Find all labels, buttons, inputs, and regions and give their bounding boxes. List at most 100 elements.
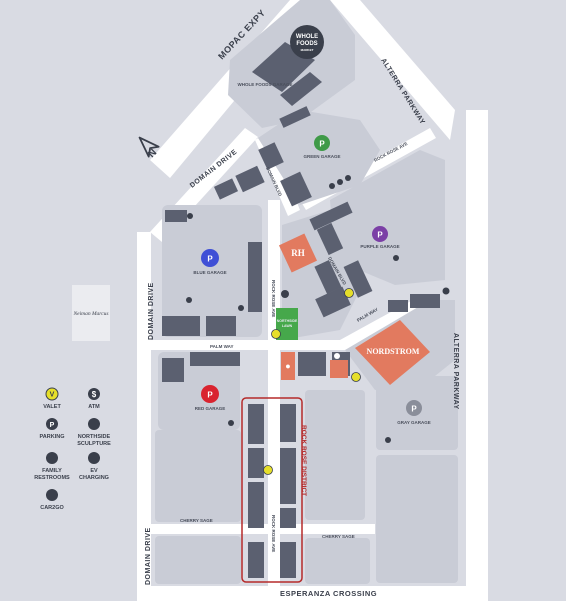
ev-charging-icon[interactable] — [393, 255, 399, 261]
block-neiman — [72, 285, 110, 341]
building-b3 — [162, 316, 200, 336]
gray-parking-icon[interactable] — [406, 400, 422, 416]
whole-foods-logo-icon — [290, 25, 324, 59]
building-r8 — [280, 542, 296, 578]
palm-way-label: PALM WAY — [210, 344, 234, 349]
block-bottom-left-2 — [155, 536, 241, 584]
cargo-icon[interactable] — [187, 213, 193, 219]
legend-ev-charging-icon — [88, 452, 100, 464]
building-m2 — [316, 222, 344, 256]
legend-charging-label-2: CHARGING — [79, 475, 109, 481]
legend-parking-icon — [46, 418, 58, 430]
purple-parking-glyph: P — [377, 231, 383, 240]
legend-atm-label: ATM — [88, 404, 100, 410]
green-parking-glyph: P — [319, 140, 325, 149]
building-m4 — [343, 260, 373, 298]
building-p3 — [298, 352, 326, 376]
building-m3 — [314, 260, 342, 294]
sculpture-icon — [334, 353, 340, 359]
building-r3 — [248, 482, 264, 528]
building-r4 — [248, 542, 264, 578]
legend-valet-glyph: V — [50, 392, 55, 399]
valet-icon[interactable] — [263, 465, 273, 475]
legend-restrooms-icon — [46, 452, 58, 464]
gray-parking-glyph: P — [411, 405, 417, 414]
cargo-icon[interactable] — [337, 179, 343, 185]
building-n1 — [410, 294, 440, 308]
north-arrow-icon — [138, 136, 160, 158]
legend-cargo-label: CAR2GO — [40, 505, 64, 511]
building-r2 — [248, 448, 264, 478]
building-p2 — [162, 358, 184, 382]
building-n2 — [388, 300, 408, 312]
map-valet-markers — [186, 175, 450, 475]
legend-sculpture-label-1: NORTHSIDE — [78, 434, 111, 440]
domain-drive-road-left — [137, 232, 151, 601]
legend-cargo-icon — [46, 489, 58, 501]
red-parking-icon[interactable] — [201, 385, 219, 403]
whole-foods-label-2: FOODS — [296, 41, 317, 47]
ev-charging-icon[interactable] — [238, 305, 244, 311]
building-r7 — [280, 508, 296, 528]
building-b2 — [248, 242, 262, 312]
domain-drive-label-bottom: DOMAIN DRIVE — [145, 527, 152, 585]
accent-building-small — [330, 360, 348, 378]
legend-atm-glyph: $ — [92, 390, 97, 399]
cherry-sage-label-left: CHERRY SAGE — [180, 518, 213, 523]
building-g5 — [213, 178, 239, 200]
rock-rose-road — [268, 200, 280, 586]
alterra-road-top — [330, 0, 455, 140]
northside-lawn-label-1: NORTHSIDE — [277, 319, 298, 323]
building-r1 — [248, 404, 264, 444]
restroom-icon[interactable] — [281, 290, 289, 298]
purple-parking-icon[interactable] — [372, 226, 388, 242]
legend-valet-icon — [45, 387, 59, 401]
palm-way-road — [151, 340, 366, 350]
building-m5 — [315, 286, 351, 318]
esperanza-label: ESPERANZA CROSSING — [280, 589, 377, 598]
valet-icon[interactable] — [271, 329, 281, 339]
block-blue-garage — [162, 205, 262, 337]
cherry-sage-road — [151, 524, 375, 534]
atm-icon[interactable] — [442, 287, 450, 295]
valet-icon[interactable] — [344, 288, 354, 298]
cherry-sage-label-right: CHERRY SAGE — [322, 534, 355, 539]
ev-charging-icon[interactable] — [186, 297, 192, 303]
purple-garage-label: PURPLE GARAGE — [360, 244, 399, 249]
apple-store-building — [281, 352, 295, 380]
cargo-icon[interactable] — [345, 175, 351, 181]
legend-restrooms-label-2: RESTROOMS — [34, 475, 70, 481]
whole-foods-label-1: WHOLE — [296, 34, 318, 40]
building-m1 — [309, 201, 353, 231]
blue-parking-glyph: P — [207, 255, 213, 264]
northside-lawn-label-2: LAWN — [282, 324, 293, 328]
legend-parking-label: PARKING — [40, 434, 65, 440]
alterra-road-right — [466, 110, 488, 601]
building-r6 — [280, 448, 296, 504]
green-parking-icon[interactable] — [314, 135, 330, 151]
building-p1 — [190, 352, 240, 366]
building-r5 — [280, 404, 296, 442]
neiman-marcus-label: Neiman Marcus — [72, 311, 108, 317]
apple-icon: ● — [285, 361, 290, 371]
legend-charging-label-1: EV — [90, 468, 98, 474]
ev-charging-icon[interactable] — [228, 420, 234, 426]
gray-garage-label: GRAY GARAGE — [397, 420, 431, 425]
parking-markers: P GREEN GARAGE P BLUE GARAGE P PURPLE GA… — [193, 135, 431, 425]
building-wf-2 — [280, 72, 322, 106]
legend: V VALET $ ATM P PARKING NORTHSIDE SCULPT… — [34, 387, 111, 511]
cargo-icon[interactable] — [329, 183, 335, 189]
rock-rose-label-mid: ROCK ROSE AVE — [271, 280, 276, 317]
valet-icon[interactable] — [351, 372, 361, 382]
ev-charging-icon[interactable] — [385, 437, 391, 443]
legend-sculpture-icon — [88, 418, 100, 430]
rh-building — [278, 233, 318, 273]
block-purple-garage — [330, 150, 445, 285]
building-b4 — [206, 316, 236, 336]
green-garage-label: GREEN GARAGE — [303, 154, 340, 159]
building-g2 — [279, 106, 311, 128]
northside-lawn — [276, 308, 298, 340]
blue-parking-icon[interactable] — [201, 249, 219, 267]
esperanza-road — [137, 586, 488, 601]
